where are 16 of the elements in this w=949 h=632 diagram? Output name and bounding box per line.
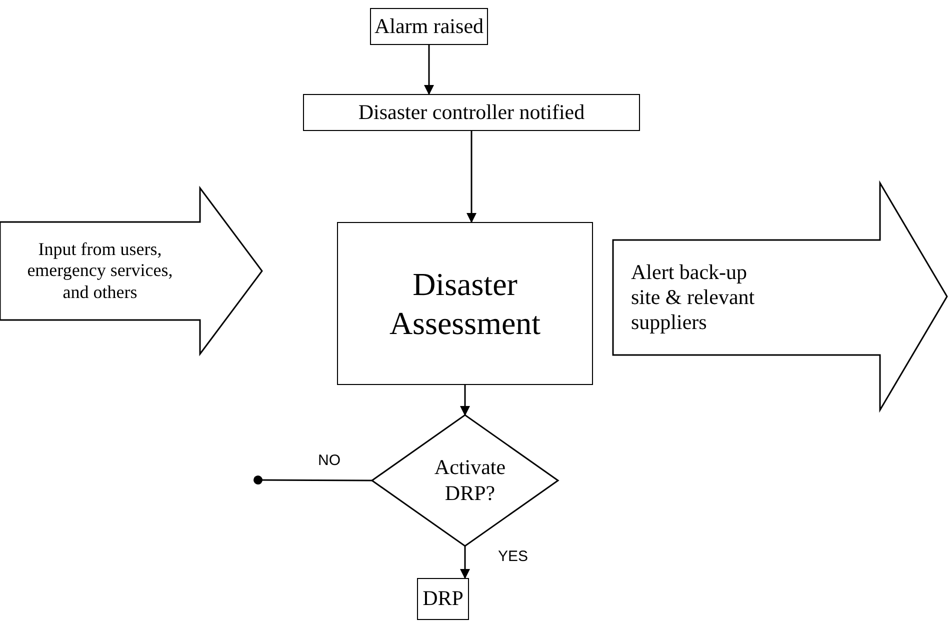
node-text: Disaster controller notified — [358, 100, 585, 126]
arrow — [460, 385, 470, 416]
process-box — [370, 8, 488, 45]
node-text: Activate DRP? — [433, 455, 507, 506]
process-box — [417, 578, 469, 620]
arrow — [466, 131, 476, 223]
node-text: Alarm raised — [374, 14, 484, 40]
process-box — [303, 94, 640, 131]
node-text: Input from users, emergency services, and others — [26, 238, 174, 304]
node-text: DRP — [422, 586, 464, 612]
connector-line — [254, 476, 372, 484]
arrow — [460, 546, 470, 579]
process-box — [337, 222, 593, 385]
arrow — [424, 45, 434, 95]
node-text: Disaster Assessment — [388, 265, 542, 342]
node-text: Alert back-up site & relevant suppliers — [631, 260, 756, 336]
